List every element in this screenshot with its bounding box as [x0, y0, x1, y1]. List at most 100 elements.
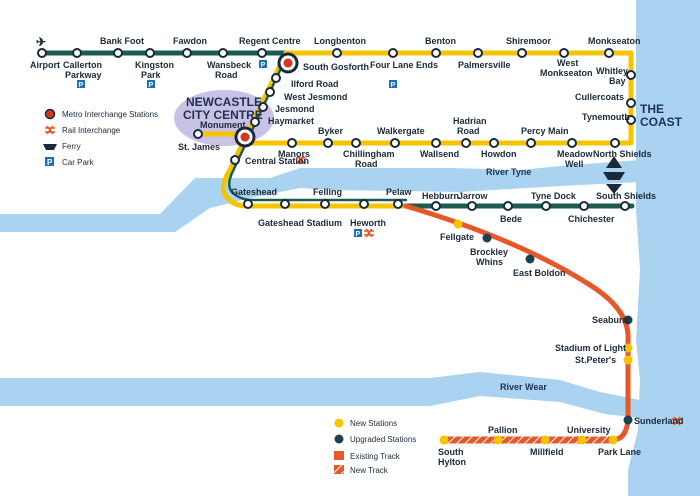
label-jesmond[interactable]: Jesmond	[275, 104, 315, 114]
station-marker[interactable]	[626, 98, 636, 108]
station-marker[interactable]	[431, 201, 441, 211]
label-west-monkseaton-1[interactable]: West	[557, 58, 578, 68]
label-university[interactable]: University	[567, 425, 611, 435]
label-south-shields[interactable]: South Shields	[596, 191, 656, 201]
station-marker[interactable]	[467, 201, 477, 211]
label-haymarket[interactable]: Haymarket	[268, 116, 314, 126]
label-hadrian-road-2[interactable]: Road	[457, 126, 480, 136]
label-north-shields[interactable]: North Shields	[593, 149, 652, 159]
label-sunderland[interactable]: Sunderland	[634, 416, 684, 426]
label-hebburn[interactable]: Hebburn	[422, 191, 459, 201]
station-marker[interactable]	[620, 201, 630, 211]
new-station-marker[interactable]	[540, 435, 550, 445]
label-tyne-dock[interactable]: Tyne Dock	[531, 191, 577, 201]
new-station-marker[interactable]	[623, 355, 633, 365]
station-marker[interactable]	[250, 117, 260, 127]
label-airport[interactable]: Airport	[30, 60, 60, 70]
label-walkergate[interactable]: Walkergate	[377, 126, 425, 136]
station-marker[interactable]	[526, 138, 536, 148]
station-marker[interactable]	[559, 48, 569, 58]
station-marker[interactable]	[393, 199, 403, 209]
label-callerton-parkway-1[interactable]: Callerton	[63, 60, 102, 70]
label-palmersville[interactable]: Palmersville	[458, 60, 511, 70]
station-marker[interactable]	[541, 201, 551, 211]
label-heworth[interactable]: Heworth	[350, 218, 386, 228]
station-marker[interactable]	[489, 138, 499, 148]
station-marker[interactable]	[626, 70, 636, 80]
new-station-marker[interactable]	[608, 435, 618, 445]
label-callerton-parkway-2[interactable]: Parkway	[65, 70, 102, 80]
label-jarrow[interactable]: Jarrow	[458, 191, 489, 201]
label-fellgate[interactable]: Fellgate	[440, 232, 474, 242]
station-marker[interactable]	[461, 138, 471, 148]
label-regent-centre[interactable]: Regent Centre	[239, 36, 301, 46]
station-marker[interactable]	[473, 48, 483, 58]
station-marker[interactable]	[431, 138, 441, 148]
station-marker[interactable]	[332, 48, 342, 58]
label-bank-foot[interactable]: Bank Foot	[100, 36, 144, 46]
station-marker[interactable]	[320, 199, 330, 209]
station-marker[interactable]	[388, 48, 398, 58]
label-bede[interactable]: Bede	[500, 214, 522, 224]
label-ilford-road[interactable]: Ilford Road	[291, 79, 339, 89]
label-pallion[interactable]: Pallion	[488, 425, 518, 435]
label-south-hylton-1[interactable]: South	[438, 447, 464, 457]
label-monument[interactable]: Monument	[200, 120, 246, 130]
station-marker[interactable]	[37, 48, 47, 58]
label-seaburn[interactable]: Seaburn	[592, 315, 628, 325]
label-chillingham-road-1[interactable]: Chillingham	[343, 149, 395, 159]
label-park-lane[interactable]: Park Lane	[598, 447, 641, 457]
label-wansbeck-road-1[interactable]: Wansbeck	[207, 60, 252, 70]
label-chillingham-road-2[interactable]: Road	[355, 159, 378, 169]
label-stadium-of-light[interactable]: Stadium of Light	[555, 343, 626, 353]
label-shiremoor[interactable]: Shiremoor	[506, 36, 552, 46]
upgraded-station-marker[interactable]	[482, 233, 492, 243]
label-east-boldon[interactable]: East Boldon	[513, 268, 566, 278]
station-marker[interactable]	[604, 48, 614, 58]
label-whitley-bay-2[interactable]: Bay	[609, 76, 626, 86]
station-marker[interactable]	[258, 102, 268, 112]
label-meadow-well-1[interactable]: Meadow	[557, 149, 594, 159]
label-whitley-bay-1[interactable]: Whitley	[596, 66, 628, 76]
station-marker[interactable]	[610, 138, 620, 148]
label-gateshead-stadium[interactable]: Gateshead Stadium	[258, 218, 342, 228]
station-marker[interactable]	[257, 48, 267, 58]
label-wallsend[interactable]: Wallsend	[420, 149, 459, 159]
label-west-monkseaton-2[interactable]: Monkseaton	[540, 68, 593, 78]
label-benton[interactable]: Benton	[425, 36, 456, 46]
label-monkseaton[interactable]: Monkseaton	[588, 36, 641, 46]
upgraded-station-marker[interactable]	[525, 254, 535, 264]
station-marker[interactable]	[243, 199, 253, 209]
label-meadow-well-2[interactable]: Well	[565, 159, 583, 169]
new-station-marker[interactable]	[439, 435, 449, 445]
station-marker[interactable]	[626, 115, 636, 125]
station-marker[interactable]	[390, 138, 400, 148]
station-marker[interactable]	[517, 48, 527, 58]
station-marker[interactable]	[271, 73, 281, 83]
station-marker[interactable]	[72, 48, 82, 58]
station-marker[interactable]	[193, 129, 203, 139]
upgraded-station-marker[interactable]	[623, 315, 633, 325]
label-pelaw[interactable]: Pelaw	[386, 187, 413, 197]
station-marker[interactable]	[503, 201, 513, 211]
label-manors[interactable]: Manors	[278, 149, 310, 159]
station-marker[interactable]	[567, 138, 577, 148]
station-marker[interactable]	[182, 48, 192, 58]
label-chichester[interactable]: Chichester	[568, 214, 615, 224]
label-four-lane-ends[interactable]: Four Lane Ends	[370, 60, 438, 70]
upgraded-station-marker[interactable]	[623, 415, 633, 425]
label-wansbeck-road-2[interactable]: Road	[215, 70, 238, 80]
station-marker[interactable]	[145, 48, 155, 58]
station-marker[interactable]	[287, 138, 297, 148]
label-byker[interactable]: Byker	[318, 126, 344, 136]
new-station-marker[interactable]	[623, 343, 633, 353]
label-west-jesmond[interactable]: West Jesmond	[284, 92, 347, 102]
new-station-marker[interactable]	[453, 219, 463, 229]
station-marker[interactable]	[431, 48, 441, 58]
label-brockley-whins-2[interactable]: Whins	[476, 257, 503, 267]
label-felling[interactable]: Felling	[313, 187, 342, 197]
label-percy-main[interactable]: Percy Main	[521, 126, 569, 136]
station-marker[interactable]	[579, 201, 589, 211]
label-brockley-whins-1[interactable]: Brockley	[470, 247, 508, 257]
label-kingston-park-1[interactable]: Kingston	[135, 60, 174, 70]
